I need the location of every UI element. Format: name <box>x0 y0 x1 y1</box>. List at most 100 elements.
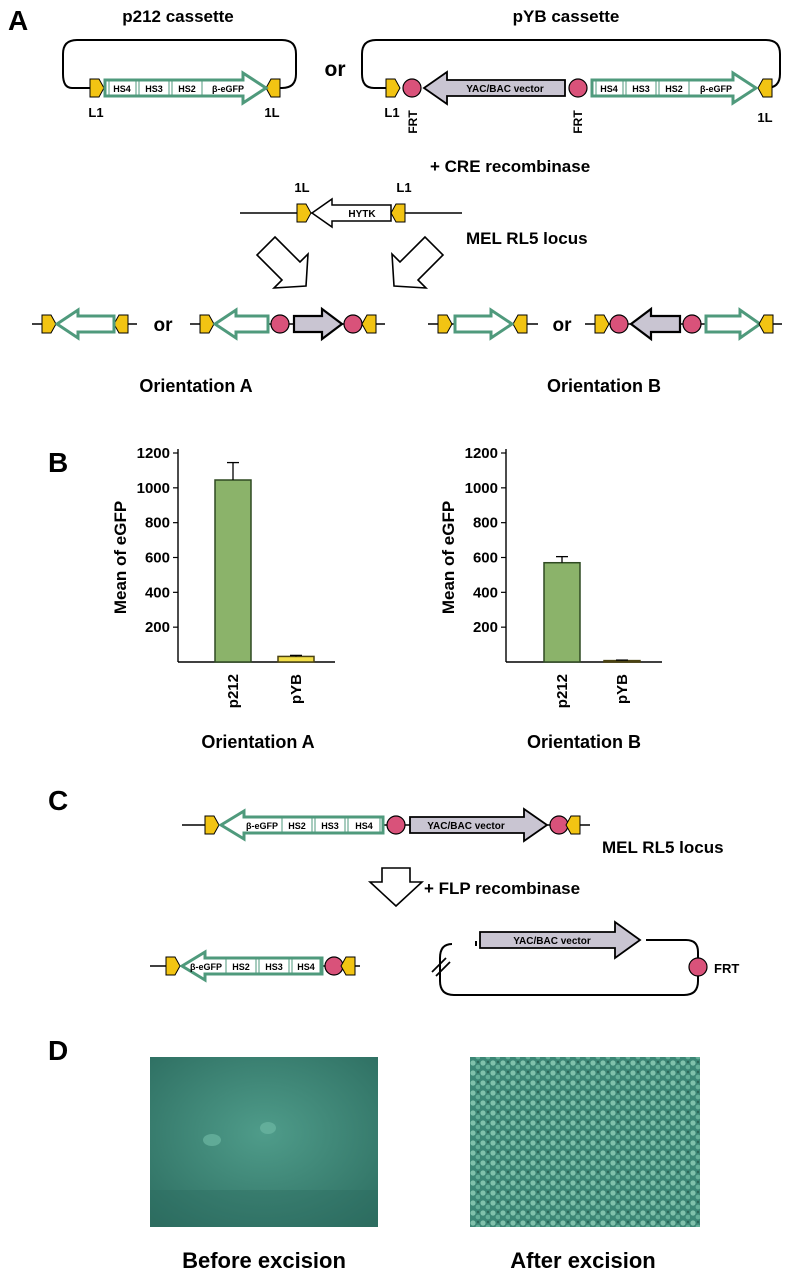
y-axis-label: Mean of eGFP <box>111 501 130 614</box>
c-vector-label: YAC/BAC vector <box>427 821 505 832</box>
pyb-hs4: HS4 <box>600 84 618 94</box>
pyb-hs2: HS2 <box>665 84 683 94</box>
pyb-vector-arrow <box>422 70 566 106</box>
p212-lox-left <box>89 78 105 98</box>
cre-recombinase-label: + CRE recombinase <box>430 157 590 176</box>
p212-lox-right <box>265 78 281 98</box>
y-tick-label: 600 <box>473 550 498 567</box>
bar-pyb <box>603 659 641 663</box>
orientation-a-label: Orientation A <box>139 376 252 396</box>
bar-p212 <box>543 561 581 663</box>
pyb-cassette-title: pYB cassette <box>513 7 620 26</box>
y-tick-label: 1000 <box>137 480 170 497</box>
excised-vector-circle <box>431 920 708 996</box>
p212-cassette-title: p212 cassette <box>122 7 234 26</box>
c-circle-vector-label: YAC/BAC vector <box>513 936 591 947</box>
x-tick-label: p212 <box>554 674 571 708</box>
panel-c: C β-eGFP HS2 HS3 HS4 YAC/BAC vector MEL … <box>48 785 739 996</box>
p212-l1-label: L1 <box>88 105 103 120</box>
panel-c-excised-locus <box>150 949 360 983</box>
y-tick-label: 800 <box>145 515 170 532</box>
pyb-plasmid-loop <box>361 39 781 89</box>
panel-a: A p212 cassette HS4 HS3 HS2 β-eGFP L1 1L… <box>8 5 782 396</box>
x-tick-label: pYB <box>614 674 631 704</box>
pyb-vector-label: YAC/BAC vector <box>466 84 544 95</box>
p212-egfp: β-eGFP <box>212 84 244 94</box>
flp-recombinase-label: + FLP recombinase <box>424 879 580 898</box>
panel-b-letter: B <box>48 447 68 478</box>
locus-l1-label: L1 <box>396 180 411 195</box>
y-axis-label: Mean of eGFP <box>439 501 458 614</box>
after-excision-label: After excision <box>510 1248 656 1273</box>
hytk-label: HYTK <box>348 209 376 220</box>
pyb-frt-right-label: FRT <box>571 110 585 134</box>
y-tick-label: 400 <box>473 584 498 601</box>
panel-d: D Before excision After excision <box>48 1035 700 1273</box>
bar-p212 <box>214 479 252 663</box>
or-text-a: or <box>154 315 174 336</box>
p212-plasmid-loop <box>62 39 297 89</box>
y-tick-label: 1200 <box>137 445 170 462</box>
panel-c-locus-construct <box>182 807 590 843</box>
p212-hs3: HS3 <box>145 84 163 94</box>
p212-hs4: HS4 <box>113 84 131 94</box>
c-egfp: β-eGFP <box>246 821 278 831</box>
c2-hs4: HS4 <box>297 962 315 972</box>
pyb-1l-label: 1L <box>757 110 772 125</box>
chart-title: Orientation B <box>527 732 641 752</box>
locus-lox-left <box>296 203 312 223</box>
split-arrow-right <box>391 235 445 289</box>
c-hs2: HS2 <box>288 821 306 831</box>
y-tick-label: 600 <box>145 550 170 567</box>
c2-hs3: HS3 <box>265 962 283 972</box>
orientation-a-p212-product <box>32 307 137 341</box>
y-tick-label: 800 <box>473 515 498 532</box>
pyb-lox-left <box>385 78 401 98</box>
y-tick-label: 400 <box>145 584 170 601</box>
y-tick-label: 200 <box>473 619 498 636</box>
before-excision-label: Before excision <box>182 1248 346 1273</box>
x-tick-label: p212 <box>225 674 242 708</box>
pyb-lox-right <box>757 78 773 98</box>
split-arrow-left <box>255 235 309 289</box>
panel-c-letter: C <box>48 785 68 816</box>
c2-hs2: HS2 <box>232 962 250 972</box>
c2-egfp: β-eGFP <box>190 962 222 972</box>
orientation-b-pyb-product <box>585 306 782 342</box>
pyb-l1-label: L1 <box>384 105 399 120</box>
orientation-b-p212-product <box>428 307 538 341</box>
orientation-b-label: Orientation B <box>547 376 661 396</box>
or-text-top: or <box>325 58 346 81</box>
pyb-hs3: HS3 <box>632 84 650 94</box>
panel-d-letter: D <box>48 1035 68 1066</box>
hytk-arrow <box>310 197 392 229</box>
c-hs3: HS3 <box>321 821 339 831</box>
pyb-frt-left <box>402 78 422 98</box>
y-tick-label: 200 <box>145 619 170 636</box>
locus-1l-label: 1L <box>294 180 309 195</box>
orientation-a-pyb-product <box>190 306 385 342</box>
c-frt-label: FRT <box>714 961 739 976</box>
y-tick-label: 1000 <box>465 480 498 497</box>
pyb-egfp: β-eGFP <box>700 84 732 94</box>
mel-rl5-locus-label-c: MEL RL5 locus <box>602 838 724 857</box>
pyb-frt-right <box>568 78 588 98</box>
panel-a-letter: A <box>8 5 28 36</box>
p212-hs2: HS2 <box>178 84 196 94</box>
or-text-b: or <box>553 315 573 336</box>
locus-lox-right <box>390 203 406 223</box>
flp-down-arrow <box>367 867 425 908</box>
micrograph-before-excision <box>150 1057 378 1227</box>
pyb-frt-left-label: FRT <box>406 110 420 134</box>
x-tick-label: pYB <box>288 674 305 704</box>
y-tick-label: 1200 <box>465 445 498 462</box>
micrograph-after-excision <box>470 1057 700 1227</box>
chart-title: Orientation A <box>201 732 314 752</box>
p212-1l-label: 1L <box>264 105 279 120</box>
bar-pyb <box>277 655 315 663</box>
c-hs4: HS4 <box>355 821 373 831</box>
